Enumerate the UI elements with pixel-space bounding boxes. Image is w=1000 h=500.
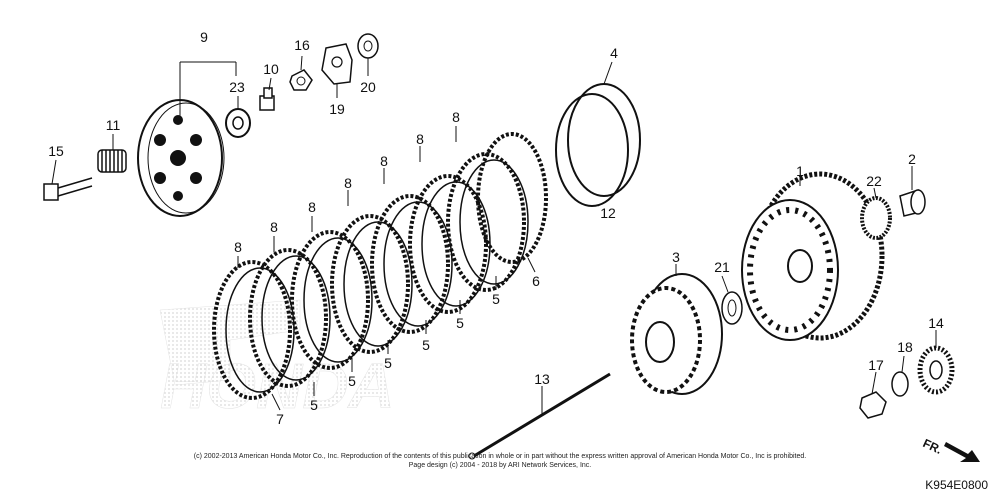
callout-5-b: 5 [348,373,356,389]
diagram-code: K954E0800 [925,478,988,492]
primary-drive-gear [917,345,955,395]
callout-13: 13 [534,371,550,387]
callout-12: 12 [600,205,616,221]
callout-8-a: 8 [234,239,242,255]
lifter-bolt [259,87,275,111]
callout-5-a: 5 [310,397,318,413]
callout-22: 22 [866,173,882,189]
callout-5-c: 5 [384,355,392,371]
callout-4: 4 [610,45,618,61]
clutch-spring [97,149,127,173]
callout-5-e: 5 [456,315,464,331]
pressure-plate [137,99,225,217]
release-bearing [225,108,251,138]
callout-17: 17 [868,357,884,373]
callout-10: 10 [263,61,279,77]
callout-21: 21 [714,259,730,275]
clutch-outer [741,171,885,341]
callout-3: 3 [672,249,680,265]
footer-design: Page design (c) 2004 - 2018 by ARI Netwo… [408,462,592,469]
callout-15: 15 [48,143,64,159]
honda-wing-logo [159,299,301,386]
callout-8-d: 8 [344,175,352,191]
thrust-washer [721,291,743,325]
callout-8-g: 8 [452,109,460,125]
callout-6: 6 [532,273,540,289]
callout-16: 16 [294,37,310,53]
footer-copyright: (c) 2002-2013 American Honda Motor Co., … [193,453,807,460]
honda-watermark: HONDA [159,299,395,422]
lifter-plate [321,43,353,85]
callout-8-f: 8 [416,131,424,147]
washer [357,33,379,59]
callout-2: 2 [908,151,916,167]
callout-20: 20 [360,79,376,95]
callout-1: 1 [796,163,804,179]
callout-labels: 9 23 10 16 19 20 11 15 4 12 1 2 22 3 21 … [48,29,944,427]
leader-lines [51,55,937,414]
front-arrow-icon [944,442,980,462]
clutch-plate-stack [212,132,548,400]
callout-5-f: 5 [492,291,500,307]
clutch-center [630,273,723,395]
callout-18: 18 [897,339,913,355]
callout-5-d: 5 [422,337,430,353]
damper-rings [555,83,641,207]
callout-8-c: 8 [308,199,316,215]
nut [289,69,313,91]
collar [899,188,926,217]
callout-11: 11 [106,117,121,133]
callout-14: 14 [928,315,944,331]
callout-8-e: 8 [380,153,388,169]
callout-8-b: 8 [270,219,278,235]
lock-washer [891,371,909,397]
needle-bearing [860,196,892,240]
bolt [43,177,93,201]
callout-9: 9 [200,29,208,45]
lock-nut [859,391,887,419]
callout-7: 7 [276,411,284,427]
callout-19: 19 [329,101,345,117]
lifter-rod [468,372,611,460]
callout-23: 23 [229,79,245,95]
